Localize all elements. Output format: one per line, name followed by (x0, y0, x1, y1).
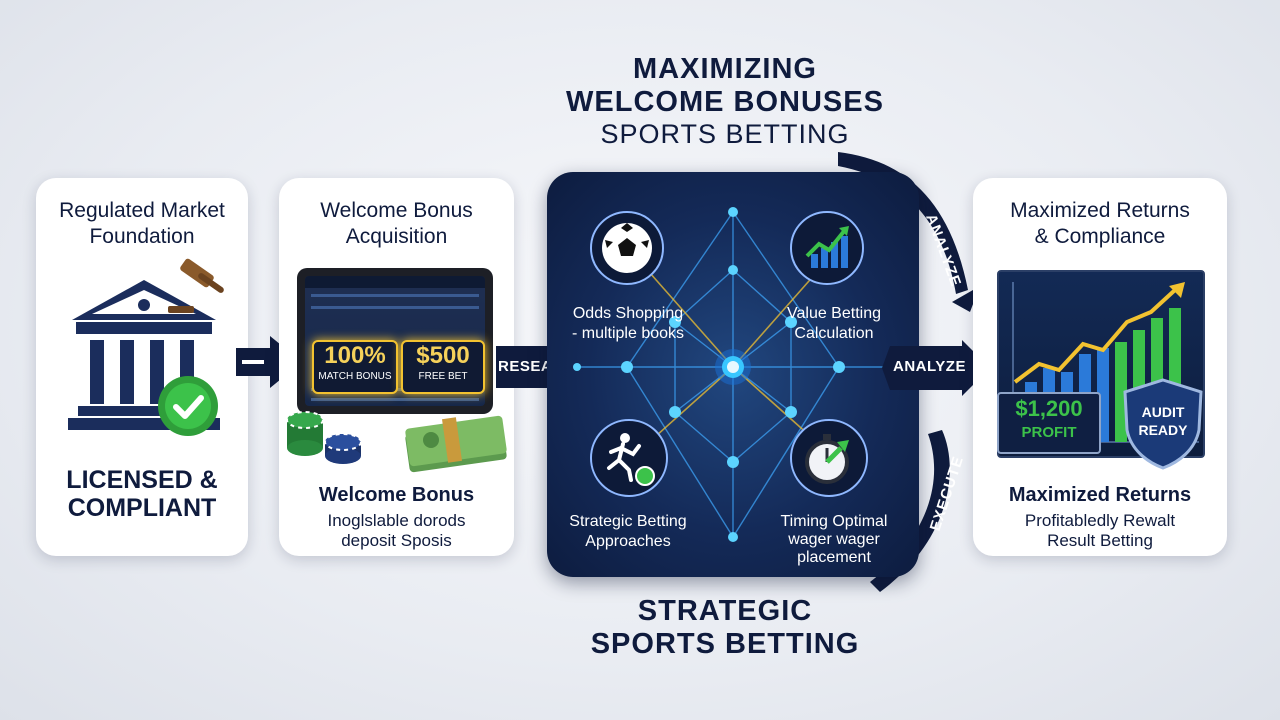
free-bet-amount: $500 (416, 342, 470, 369)
footer-line1: STRATEGIC (637, 595, 813, 627)
stopwatch-icon (790, 419, 868, 497)
timing-wager-line1: Timing Optimal (780, 513, 888, 530)
timing-wager-line2: wager wager (788, 531, 880, 548)
maximized-returns-caption: Maximized Returns (1008, 484, 1192, 506)
licensed-label: LICENSED & (66, 466, 218, 494)
card2-title-line1: Welcome Bonus (320, 199, 473, 222)
match-bonus-percent: 100% (324, 342, 386, 369)
card1-title-line1: Regulated Market (59, 199, 225, 222)
card2-title-line2: Acquisition (345, 225, 448, 248)
welcome-bonus-card: Welcome Bonus Acquisition 100% MATCH BON… (279, 178, 514, 556)
gavel-icon (168, 258, 224, 313)
strategic-betting-line2: Approaches (585, 533, 671, 550)
free-bet-label: FREE BET (418, 371, 468, 382)
growth-chart-icon (790, 211, 864, 285)
audit-line1: AUDIT (1141, 404, 1185, 420)
welcome-bonus-desc-line2: deposit Sposis (341, 531, 452, 550)
free-bet-badge: $500 FREE BET (401, 340, 485, 394)
athlete-icon (590, 419, 668, 497)
value-betting-line1: Value Betting (787, 305, 881, 322)
checkmark-badge-icon (158, 376, 218, 436)
maximized-returns-card: Maximized Returns & Compliance $1,200 PR… (973, 178, 1227, 556)
audit-line2: READY (1138, 422, 1188, 438)
timing-wager-line3: placement (797, 549, 871, 566)
diagram-title-line2: WELCOME BONUSES (566, 86, 884, 118)
analyze-arrow (882, 340, 990, 396)
analyze-label: ANALYZE (893, 358, 966, 375)
regulated-market-card: Regulated Market Foundation LICENSED & C… (36, 178, 248, 556)
odds-shopping-line1: Odds Shopping (572, 305, 684, 322)
maximized-returns-desc-line2: Result Betting (1047, 531, 1153, 550)
strategic-betting-line1: Strategic Betting (569, 513, 687, 530)
match-bonus-label: MATCH BONUS (318, 371, 392, 382)
card4-title-line2: & Compliance (1034, 225, 1166, 248)
card4-title-line1: Maximized Returns (1010, 199, 1190, 222)
profit-badge: $1,200 PROFIT (997, 392, 1101, 454)
odds-shopping-line2: - multiple books (571, 325, 685, 342)
compliant-label: COMPLIANT (67, 494, 217, 522)
profit-amount: $1,200 (1015, 396, 1083, 421)
footer-line2: SPORTS BETTING (590, 628, 860, 660)
poker-chips-icon (286, 411, 362, 464)
strategy-network-panel: Odds Shopping - multiple books Value Bet… (547, 172, 919, 577)
diagram-title-line3: SPORTS BETTING (600, 119, 850, 149)
value-betting-line2: Calculation (794, 325, 874, 342)
shield-icon (1123, 378, 1203, 470)
welcome-bonus-desc-line1: Inoglslable dorods (327, 511, 466, 530)
card1-title-line2: Foundation (89, 225, 195, 248)
match-bonus-badge: 100% MATCH BONUS (312, 340, 398, 394)
diagram-title-line1: MAXIMIZING (633, 53, 817, 85)
profit-label: PROFIT (1021, 424, 1077, 441)
welcome-bonus-caption: Welcome Bonus (318, 484, 475, 506)
maximized-returns-desc-line1: Profitabledly Rewalt (1024, 511, 1176, 530)
cash-stack-icon (405, 415, 507, 473)
soccer-ball-icon (590, 211, 664, 285)
